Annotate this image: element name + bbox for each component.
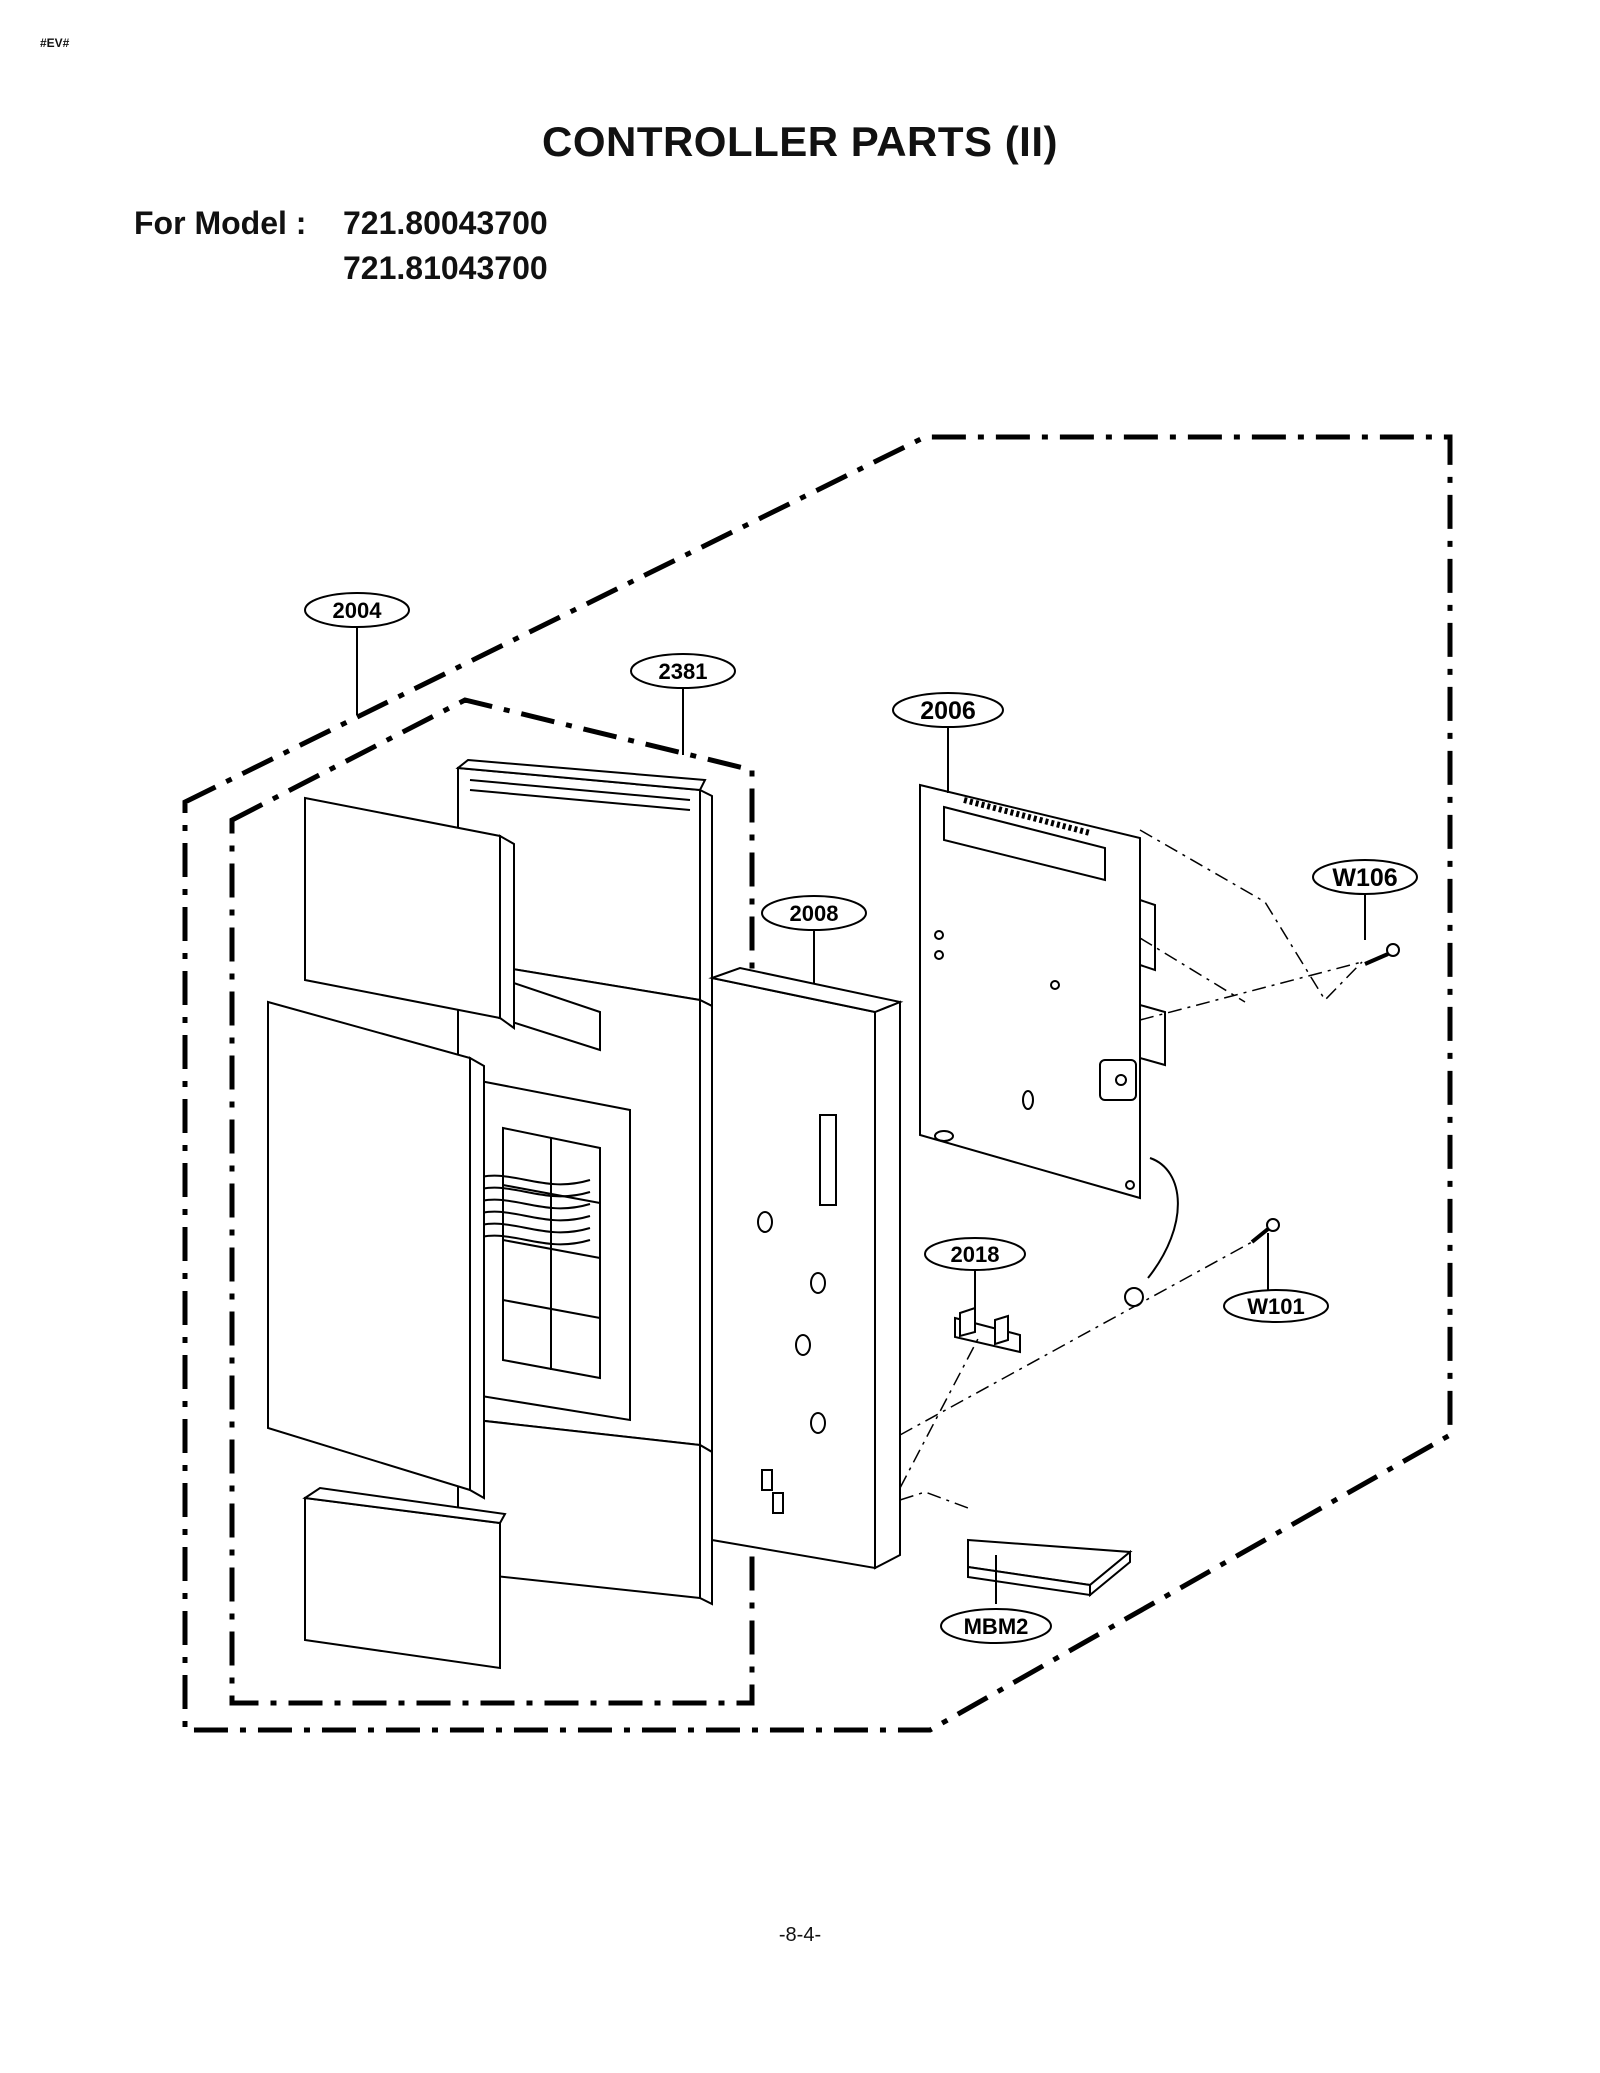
callout-2006: 2006 — [892, 692, 1004, 728]
svg-text:2018: 2018 — [951, 1242, 1000, 1267]
callout-2018: 2018 — [924, 1237, 1026, 1271]
callout-2004: 2004 — [304, 592, 410, 628]
callout-w106: W106 — [1312, 859, 1418, 895]
callout-w101: W101 — [1223, 1289, 1329, 1323]
top-cover-part — [304, 796, 515, 1030]
inner-panel-boundary — [229, 697, 755, 1706]
manual-booklet-part — [967, 1538, 1133, 1598]
svg-text:2381: 2381 — [659, 659, 708, 684]
assembly-guide-lines — [899, 829, 1363, 1509]
screw-w101 — [1250, 1218, 1280, 1244]
svg-text:2008: 2008 — [790, 901, 839, 926]
face-panel-part — [267, 1000, 485, 1500]
screw-w106 — [1364, 943, 1400, 966]
callout-2381: 2381 — [630, 653, 736, 689]
page-title: CONTROLLER PARTS (II) — [541, 118, 1059, 165]
model-number-1: 721.80043700 — [343, 205, 548, 241]
callout-mbm2: MBM2 — [940, 1608, 1052, 1644]
model-number-2: 721.81043700 — [343, 250, 548, 286]
callout-leaders — [356, 627, 1366, 1604]
clip-part — [954, 1306, 1021, 1354]
ground-wire — [1147, 1157, 1179, 1279]
chassis-part — [708, 966, 904, 1570]
callout-2008: 2008 — [761, 895, 867, 931]
svg-text:W101: W101 — [1247, 1294, 1304, 1319]
display-window-grid — [502, 1126, 601, 1380]
svg-text:2004: 2004 — [333, 598, 383, 623]
svg-text:W106: W106 — [1332, 864, 1397, 892]
svg-text:2006: 2006 — [920, 697, 976, 725]
page-number: -8-4- — [778, 1924, 822, 1946]
model-label: For Model : — [134, 205, 307, 241]
corner-tag: #EV# — [40, 36, 70, 50]
bottom-cover-part — [302, 1486, 507, 1670]
pcb-part — [919, 783, 1166, 1200]
svg-text:MBM2: MBM2 — [964, 1614, 1029, 1639]
